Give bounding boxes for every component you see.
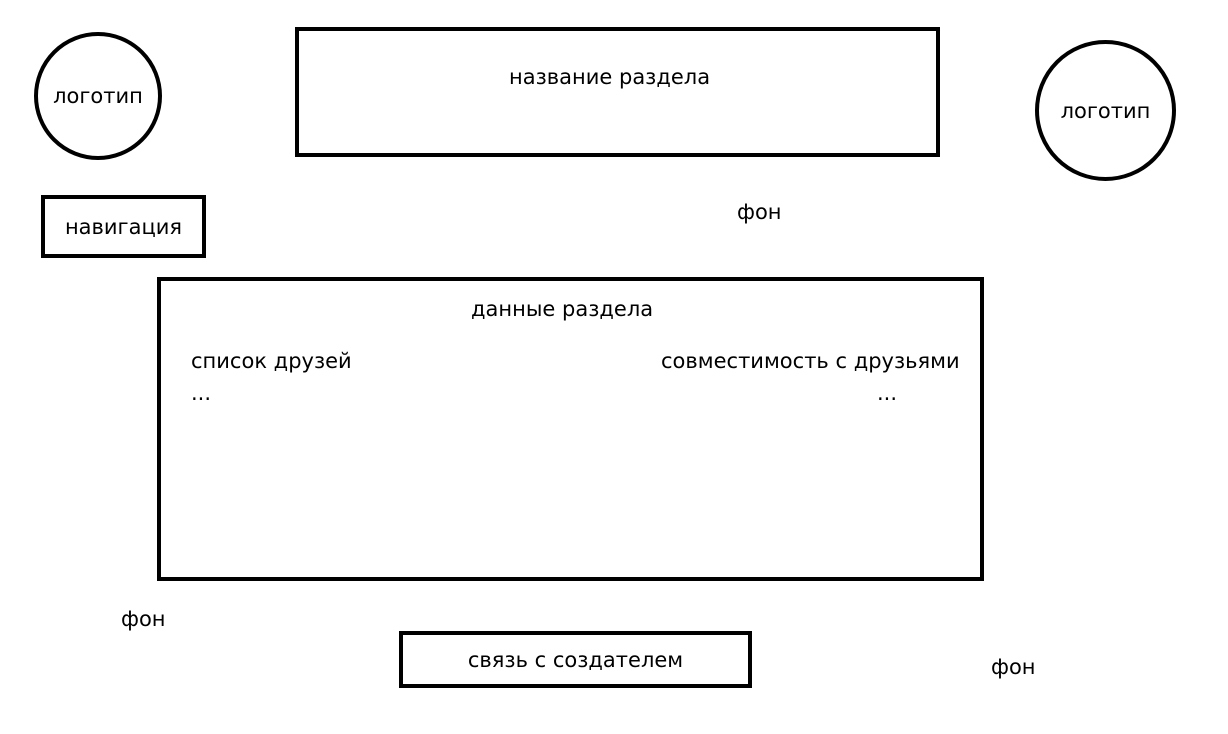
section-title-box <box>295 27 940 157</box>
logo-left: логотип <box>34 32 162 160</box>
logo-right: логотип <box>1035 40 1176 181</box>
logo-right-label: логотип <box>1060 98 1151 123</box>
compatibility-heading: совместимость с друзьями <box>661 349 960 373</box>
contact-creator-box[interactable]: связь с создателем <box>399 631 752 688</box>
section-title: название раздела <box>509 65 711 89</box>
section-data-title: данные раздела <box>471 297 654 321</box>
background-label: фон <box>991 655 1036 679</box>
contact-creator-label: связь с создателем <box>467 647 684 672</box>
background-label: фон <box>121 607 166 631</box>
background-label: фон <box>737 200 782 224</box>
friends-list-ellipsis: ... <box>191 381 212 405</box>
navigation-label: навигация <box>64 214 183 239</box>
compatibility-ellipsis: ... <box>877 381 898 405</box>
logo-left-label: логотип <box>53 84 143 108</box>
navigation-box[interactable]: навигация <box>41 195 206 258</box>
section-data-box <box>157 277 984 581</box>
friends-list-heading: список друзей <box>191 349 352 373</box>
